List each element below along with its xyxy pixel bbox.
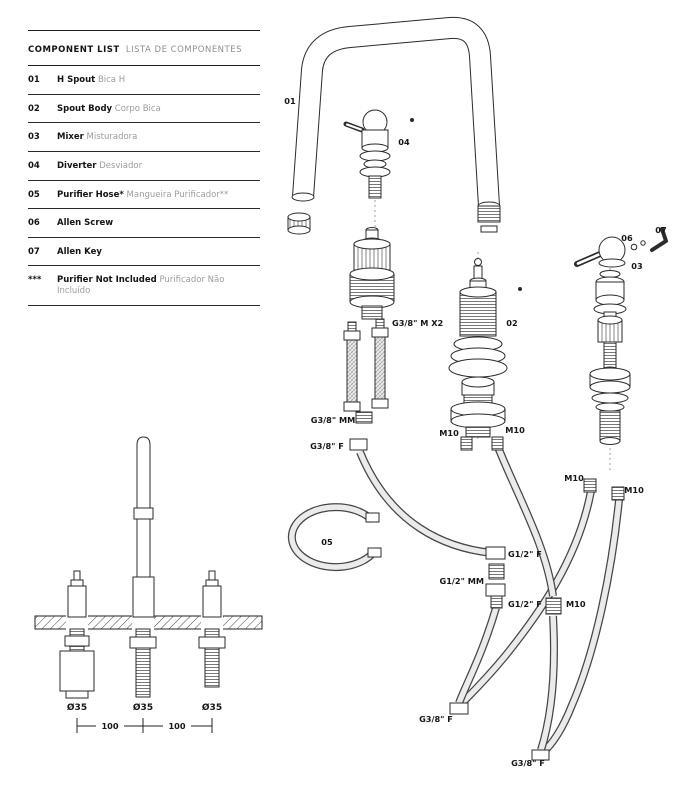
component-row-note: *** Purifier Not Included Purificador Nã… [28, 266, 260, 306]
component-name: Purifier Hose* Mangueira Purificador** [57, 189, 229, 200]
thread-label: M10 [566, 599, 586, 609]
aerator-icon [477, 205, 501, 223]
mixer [574, 227, 668, 470]
h-spout [291, 16, 501, 233]
part-label-06: 06 [621, 233, 633, 243]
spacing-dim-label: 100 [101, 721, 118, 731]
right-handle-profile [202, 585, 222, 618]
part-label-02: 02 [506, 318, 517, 328]
component-number: 05 [28, 189, 40, 200]
component-name: Allen Screw [57, 218, 114, 229]
hole-dim-label: Ø35 [202, 702, 222, 713]
component-name: H Spout Bica H [57, 75, 126, 85]
pull-knob [474, 258, 482, 266]
component-row-05: 05 Purifier Hose* Mangueira Purificador*… [28, 181, 260, 210]
component-row-04: 04 Diverter Desviador [28, 152, 260, 181]
g38f-bottom-left-nut [449, 702, 469, 715]
m10-mid-fitting [545, 597, 562, 615]
spout-body [448, 252, 522, 451]
component-row-01: 01 H Spout Bica H [28, 66, 260, 95]
component-list-header: COMPONENT LIST LISTA DE COMPONENTES [28, 31, 260, 66]
component-name: Purifier Not Included Purificador Não In… [57, 275, 225, 296]
component-name: Allen Key [57, 246, 102, 257]
thread-label: G3/8" F [310, 441, 344, 451]
hole-dim-label: Ø35 [67, 702, 87, 713]
thread-label: M10 [439, 428, 459, 438]
thread-label: G1/2" F [508, 599, 542, 609]
thread-label: G3/8" F [511, 758, 545, 768]
thread-label: G1/2" F [508, 549, 542, 559]
component-list: COMPONENT LIST LISTA DE COMPONENTES 01 H… [28, 30, 260, 306]
thread-label: M10 [505, 425, 525, 435]
thread-label: G1/2" MM [439, 576, 484, 586]
diverter [343, 109, 414, 228]
component-number: 01 [28, 75, 40, 85]
component-name: Mixer Misturadora [57, 132, 138, 143]
component-row-03: 03 Mixer Misturadora [28, 123, 260, 152]
spout-nut [287, 212, 311, 235]
component-name: Diverter Desviador [57, 160, 143, 171]
allen-screw-icon [630, 243, 638, 251]
component-number: 06 [28, 218, 40, 229]
component-list-subtitle: LISTA DE COMPONENTES [125, 45, 243, 55]
thread-label: G3/8" MM [311, 415, 356, 425]
thread-label: M10 [624, 485, 644, 495]
braided-tails [343, 318, 389, 451]
component-number: 04 [28, 160, 40, 171]
g38f-bottom-right-nut [531, 749, 550, 761]
spout-profile [136, 436, 151, 618]
thread-label: G3/8" F [419, 714, 453, 724]
dimension-lines [76, 718, 213, 733]
allen-screw-icon [640, 240, 646, 246]
installation-drawing: Ø35 Ø35 Ø35 100 100 [34, 436, 263, 733]
component-row-06: 06 Allen Screw [28, 209, 260, 238]
g38f-nut [349, 438, 368, 451]
thread-label: M10 [564, 473, 584, 483]
g12f-top-nut [485, 546, 506, 560]
g38mm-adapter [355, 411, 373, 424]
purifier-hose [287, 503, 382, 572]
g12f-bottom-nut [485, 583, 506, 597]
component-name: Spout Body Corpo Bica [57, 103, 161, 114]
allen-key-icon [650, 227, 668, 252]
g12mm-adapter [488, 563, 505, 580]
diagram-labels: 01 04 G3/8" M X2 02 06 07 03 G3/8" MM G3… [284, 96, 667, 768]
component-number: 07 [28, 246, 40, 257]
component-list-title: COMPONENT LIST [28, 45, 120, 55]
component-number: *** [28, 275, 42, 286]
component-number: 02 [28, 103, 40, 114]
spacing-dim-label: 100 [168, 721, 185, 731]
part-label-04: 04 [398, 137, 410, 147]
left-handle-profile [67, 585, 87, 618]
part-label-05: 05 [321, 537, 333, 547]
flex-hoses [356, 445, 623, 756]
component-number: 03 [28, 132, 40, 143]
hole-dim-label: Ø35 [133, 702, 153, 713]
part-label-07: 07 [655, 225, 667, 235]
part-label-03: 03 [631, 261, 643, 271]
part-label-01: 01 [284, 96, 296, 106]
hose-fittings [449, 478, 625, 761]
component-row-02: 02 Spout Body Corpo Bica [28, 95, 260, 124]
thread-label: G3/8" M X2 [392, 318, 443, 328]
diverter-cartridge [349, 227, 395, 320]
component-row-07: 07 Allen Key [28, 238, 260, 267]
